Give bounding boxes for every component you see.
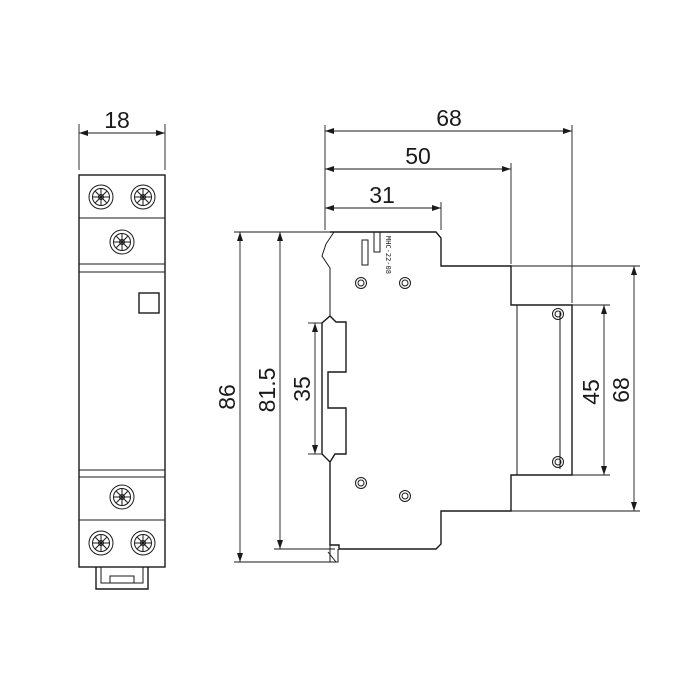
front-view: 18 <box>78 107 166 590</box>
din-clip-inner <box>100 567 144 584</box>
dim-label-overall-height: 86 <box>214 384 240 410</box>
rivet-hole-icon <box>399 277 411 289</box>
dim-arrow <box>237 232 243 241</box>
rivet-hole-icon <box>399 490 411 502</box>
dim-label-front-depth: 31 <box>369 182 395 208</box>
terminal-screw-icon <box>88 184 114 210</box>
dim-label-mid-depth: 50 <box>405 143 431 169</box>
side-housing-outline <box>321 231 573 550</box>
terminal-screw-icon <box>109 484 135 510</box>
dim-arrow <box>432 205 441 211</box>
terminal-screw-icon <box>130 184 156 210</box>
dim-label-overall-depth: 68 <box>436 105 462 131</box>
din-clip-slot <box>109 575 135 583</box>
dim-arrow <box>502 166 511 172</box>
terminal-screw-icon <box>109 229 135 255</box>
dim-arrow <box>563 128 572 134</box>
dim-arrow <box>156 130 165 136</box>
dim-arrow <box>312 323 318 332</box>
din-clip-outline <box>95 567 149 590</box>
dim-arrow <box>277 232 283 241</box>
dim-arrow <box>631 502 637 511</box>
dim-label-body-height: 81.5 <box>254 368 280 413</box>
terminal-screw-icon <box>88 530 114 556</box>
dim-arrow <box>237 553 243 562</box>
side-view: MHC-22-08 68 50 31 86 81.5 <box>214 105 640 563</box>
label-plate <box>373 231 381 253</box>
dim-label-step-height: 68 <box>608 377 634 403</box>
dim-arrow <box>325 166 334 172</box>
dim-arrow <box>277 540 283 549</box>
side-clip-foot <box>327 551 337 563</box>
dim-arrow <box>631 266 637 275</box>
terminal-screw-icon <box>130 530 156 556</box>
side-label-text: MHC-22-08 <box>384 236 392 274</box>
dim-label-din-rail: 35 <box>289 376 315 402</box>
dim-arrow <box>325 205 334 211</box>
dim-arrow <box>601 466 607 475</box>
rivet-hole-icon <box>355 477 367 489</box>
label-plate <box>361 239 369 266</box>
status-indicator-window <box>138 292 160 314</box>
dim-arrow <box>325 128 334 134</box>
side-front-edge <box>321 231 335 316</box>
dim-arrow <box>79 130 88 136</box>
rivet-hole-icon <box>552 308 564 320</box>
side-clip-foot <box>329 545 339 563</box>
front-housing-outline <box>78 174 166 568</box>
dim-arrow <box>312 445 318 454</box>
rivet-hole-icon <box>552 456 564 468</box>
dim-arrow <box>601 305 607 314</box>
rivet-hole-icon <box>355 277 367 289</box>
dim-label-back-height: 45 <box>578 379 604 405</box>
dim-label-width: 18 <box>104 107 130 133</box>
